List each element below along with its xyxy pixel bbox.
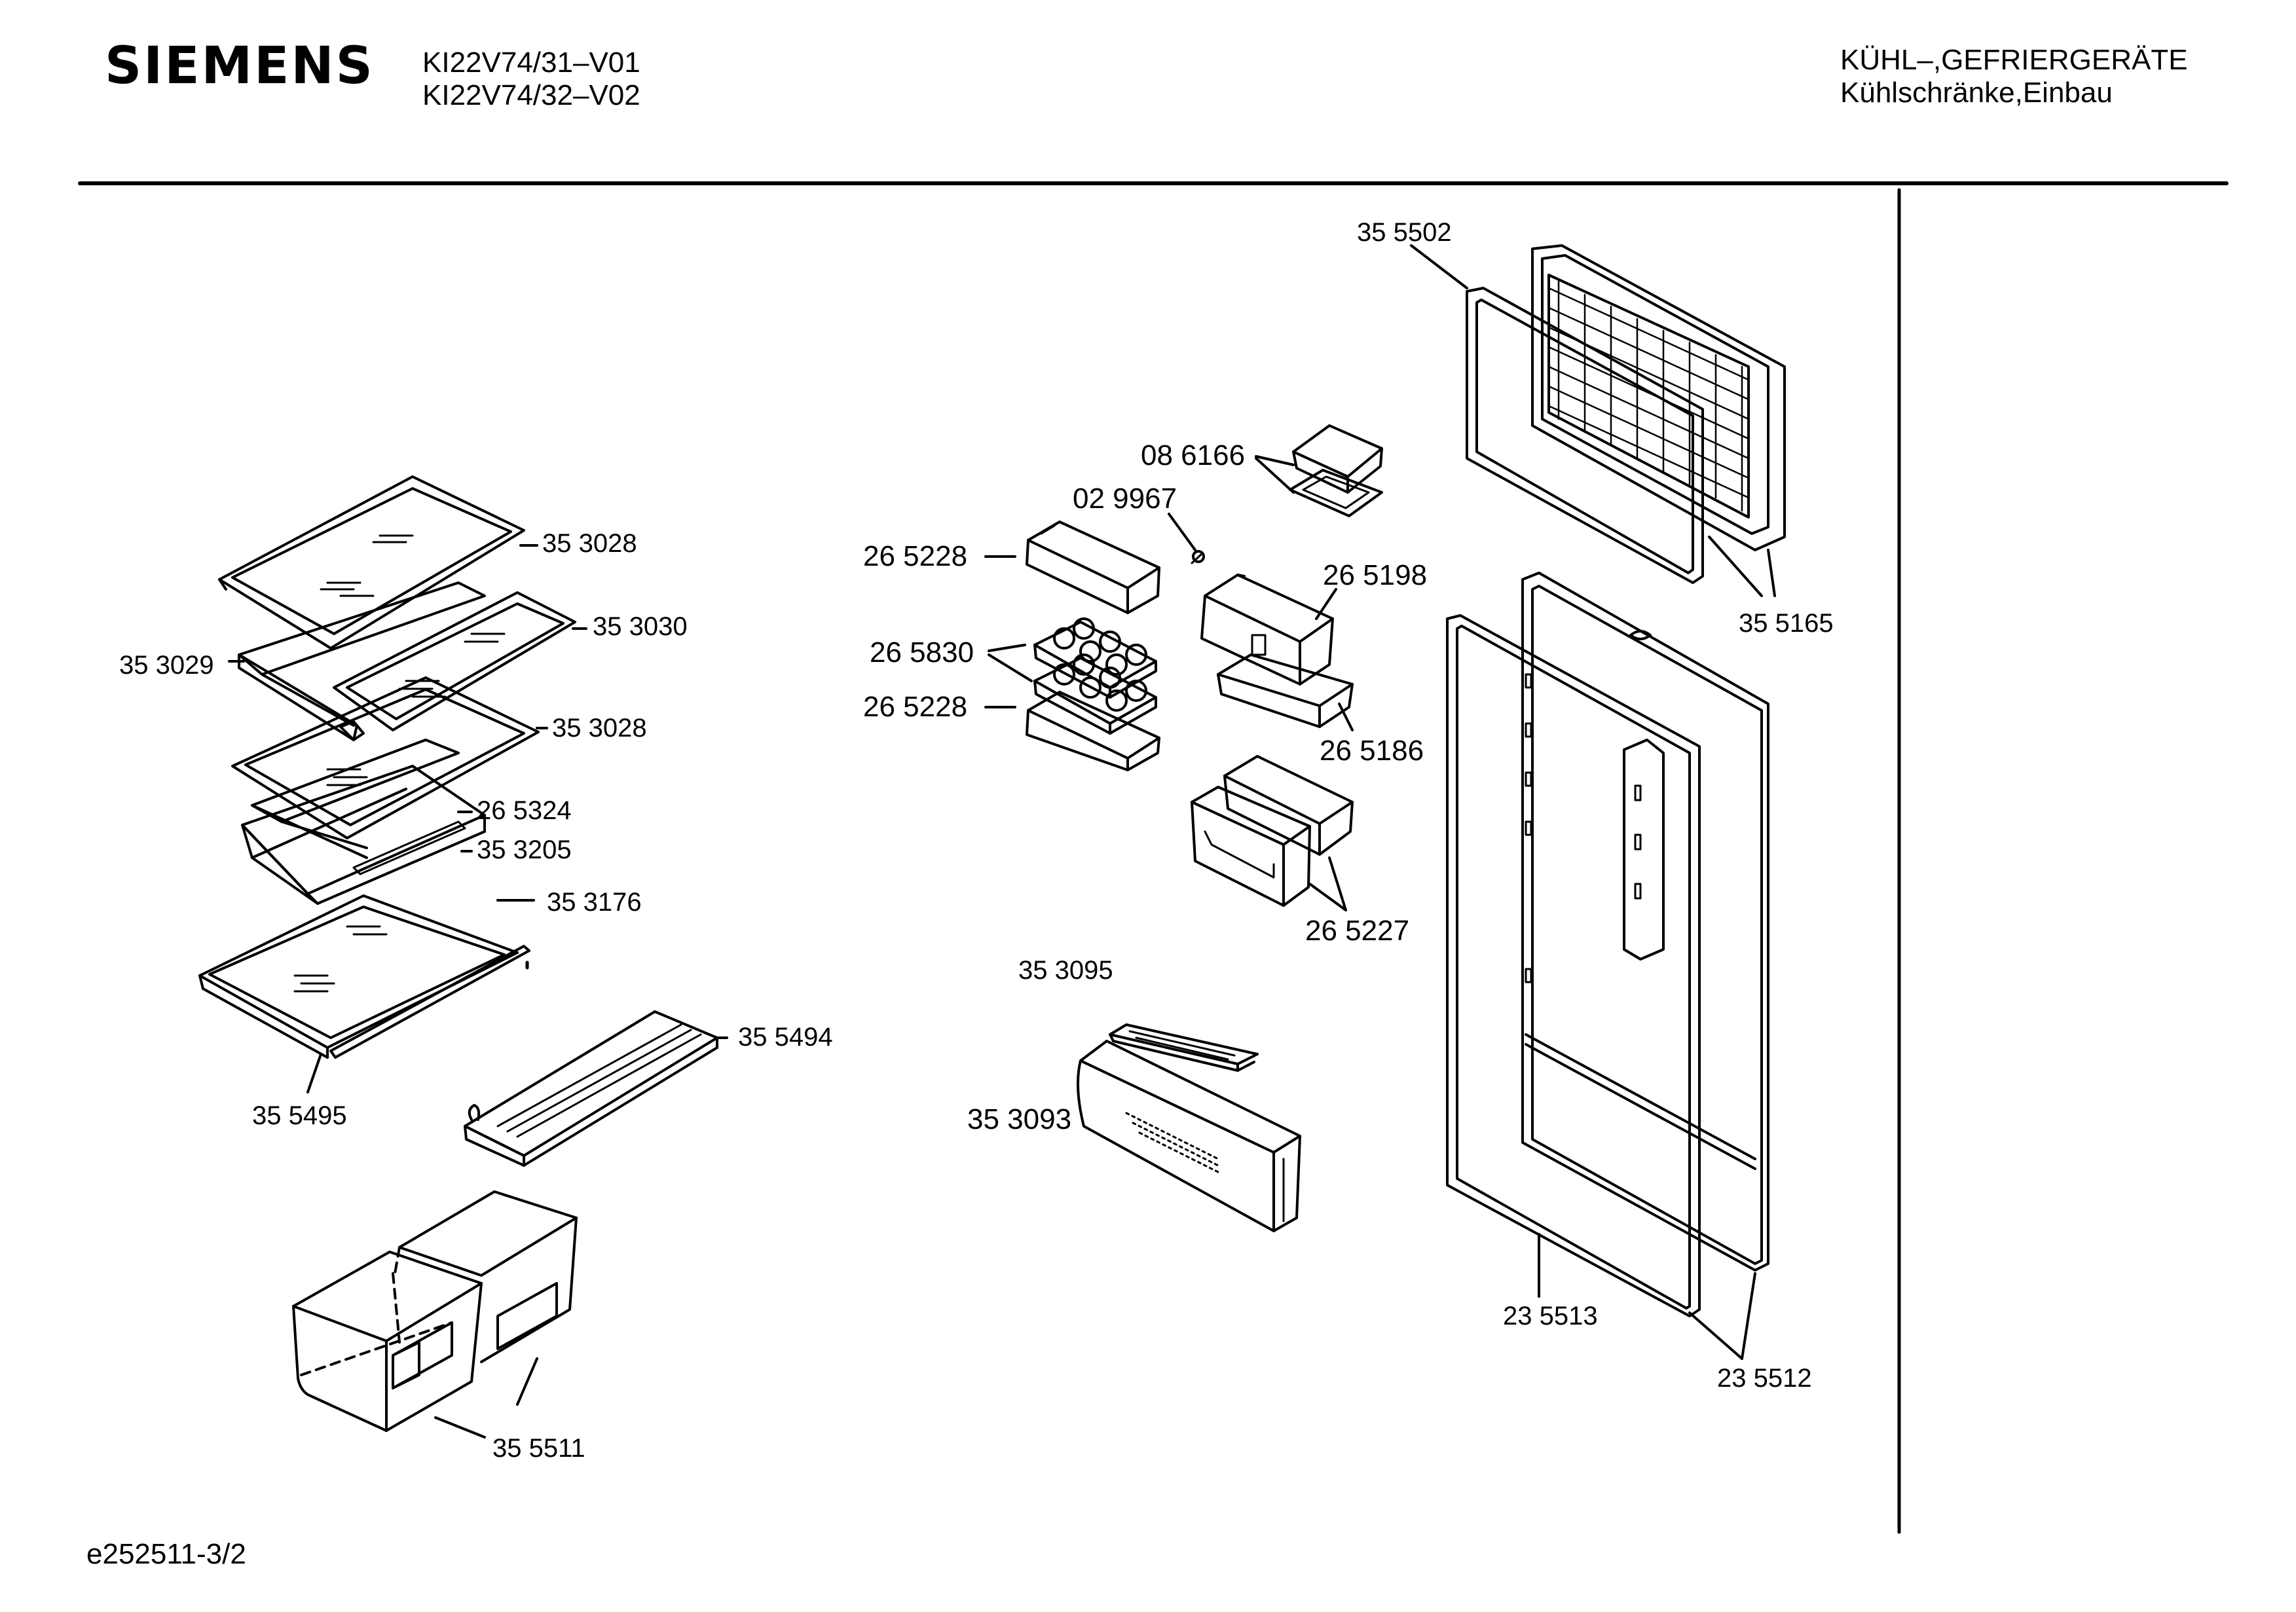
leader-355502 xyxy=(1410,244,1468,289)
category-title: KÜHL–,GEFRIERGERÄTE xyxy=(1840,44,2188,76)
leader-235512-a xyxy=(1688,1311,1743,1360)
model-number-2: KI22V74/32–V02 xyxy=(422,79,640,111)
leader-265198 xyxy=(1315,588,1337,620)
part-label-353095: 35 3095 xyxy=(1018,956,1113,985)
part-label-086166: 08 6166 xyxy=(1141,439,1246,471)
diagram-id: e252511-3/2 xyxy=(86,1538,246,1570)
part-label-265324: 26 5324 xyxy=(477,796,572,825)
leader-235512-b xyxy=(1741,1272,1756,1360)
dairy-compartment-265198 xyxy=(1200,574,1334,686)
part-label-265227: 26 5227 xyxy=(1305,915,1410,947)
leader-265227-b xyxy=(1308,883,1347,911)
part-label-235512: 23 5512 xyxy=(1717,1364,1812,1393)
part-label-355511: 35 5511 xyxy=(492,1434,585,1463)
shelf-frame-353029 xyxy=(238,581,486,741)
part-label-355494: 35 5494 xyxy=(738,1023,833,1052)
glass-shelf-top xyxy=(218,475,525,650)
part-label-265830: 26 5830 xyxy=(870,636,974,669)
part-label-355165: 35 5165 xyxy=(1739,609,1834,638)
fridge-door-gasket-235513 xyxy=(1446,614,1701,1317)
part-label-353093: 35 3093 xyxy=(967,1103,1072,1135)
part-label-265198: 26 5198 xyxy=(1323,559,1428,591)
leader-355511-b xyxy=(516,1357,538,1406)
dairy-lid-265186 xyxy=(1217,653,1354,728)
screw-029967 xyxy=(1191,550,1205,564)
part-label-353028: 35 3028 xyxy=(542,529,637,558)
part-label-353176: 35 3176 xyxy=(547,888,642,917)
leader-355511-a xyxy=(434,1416,486,1438)
part-label-355495: 35 5495 xyxy=(252,1101,347,1130)
leader-265830-b xyxy=(988,653,1033,682)
glass-shelf-bottom xyxy=(198,894,519,1059)
crisper-drawers-355511 xyxy=(292,1190,578,1432)
leader-086166-b xyxy=(1255,457,1295,494)
leader-265830-a xyxy=(988,644,1026,652)
part-label-353029: 35 3029 xyxy=(119,651,214,680)
fridge-door-235512 xyxy=(1521,572,1769,1272)
part-label-235513: 23 5513 xyxy=(1503,1302,1598,1330)
bottle-retainer-353095 xyxy=(1109,1023,1259,1072)
freezer-door-gasket-355502 xyxy=(1466,287,1704,584)
air-grille-355494 xyxy=(464,1010,718,1167)
part-label-265228-b: 26 5228 xyxy=(863,691,968,723)
leader-265227-a xyxy=(1328,856,1347,911)
egg-tray-bottom-265228 xyxy=(1026,691,1160,771)
leader-086166-a xyxy=(1255,455,1295,466)
part-label-353030: 35 3030 xyxy=(593,612,688,641)
egg-tray-top-265228 xyxy=(1026,521,1160,614)
part-label-029967: 02 9967 xyxy=(1073,483,1177,515)
part-label-265186: 26 5186 xyxy=(1320,735,1424,767)
trim-strip-355495 xyxy=(329,945,530,1059)
part-label-265228: 26 5228 xyxy=(863,540,968,572)
egg-holders-265830 xyxy=(1033,617,1157,735)
part-label-353205: 35 3205 xyxy=(477,835,572,864)
door-bin-265227 xyxy=(1191,755,1354,907)
part-label-353028-b: 35 3028 xyxy=(552,714,647,742)
leader-265186 xyxy=(1338,703,1354,731)
bottle-shelf-353093 xyxy=(1077,1040,1301,1232)
leader-355165-a xyxy=(1708,536,1763,597)
model-number-1: KI22V74/31–V01 xyxy=(422,46,640,79)
leader-355165-b xyxy=(1767,549,1776,597)
leader-355495 xyxy=(306,1053,322,1093)
brand-logo: SIEMENS xyxy=(105,37,375,96)
leader-029967 xyxy=(1168,513,1196,551)
subcategory-title: Kühlschränke,Einbau xyxy=(1840,77,2113,109)
crisper-cover-353205 xyxy=(241,765,486,905)
butter-box-086166 xyxy=(1289,424,1383,517)
part-label-355502: 35 5502 xyxy=(1357,218,1452,247)
